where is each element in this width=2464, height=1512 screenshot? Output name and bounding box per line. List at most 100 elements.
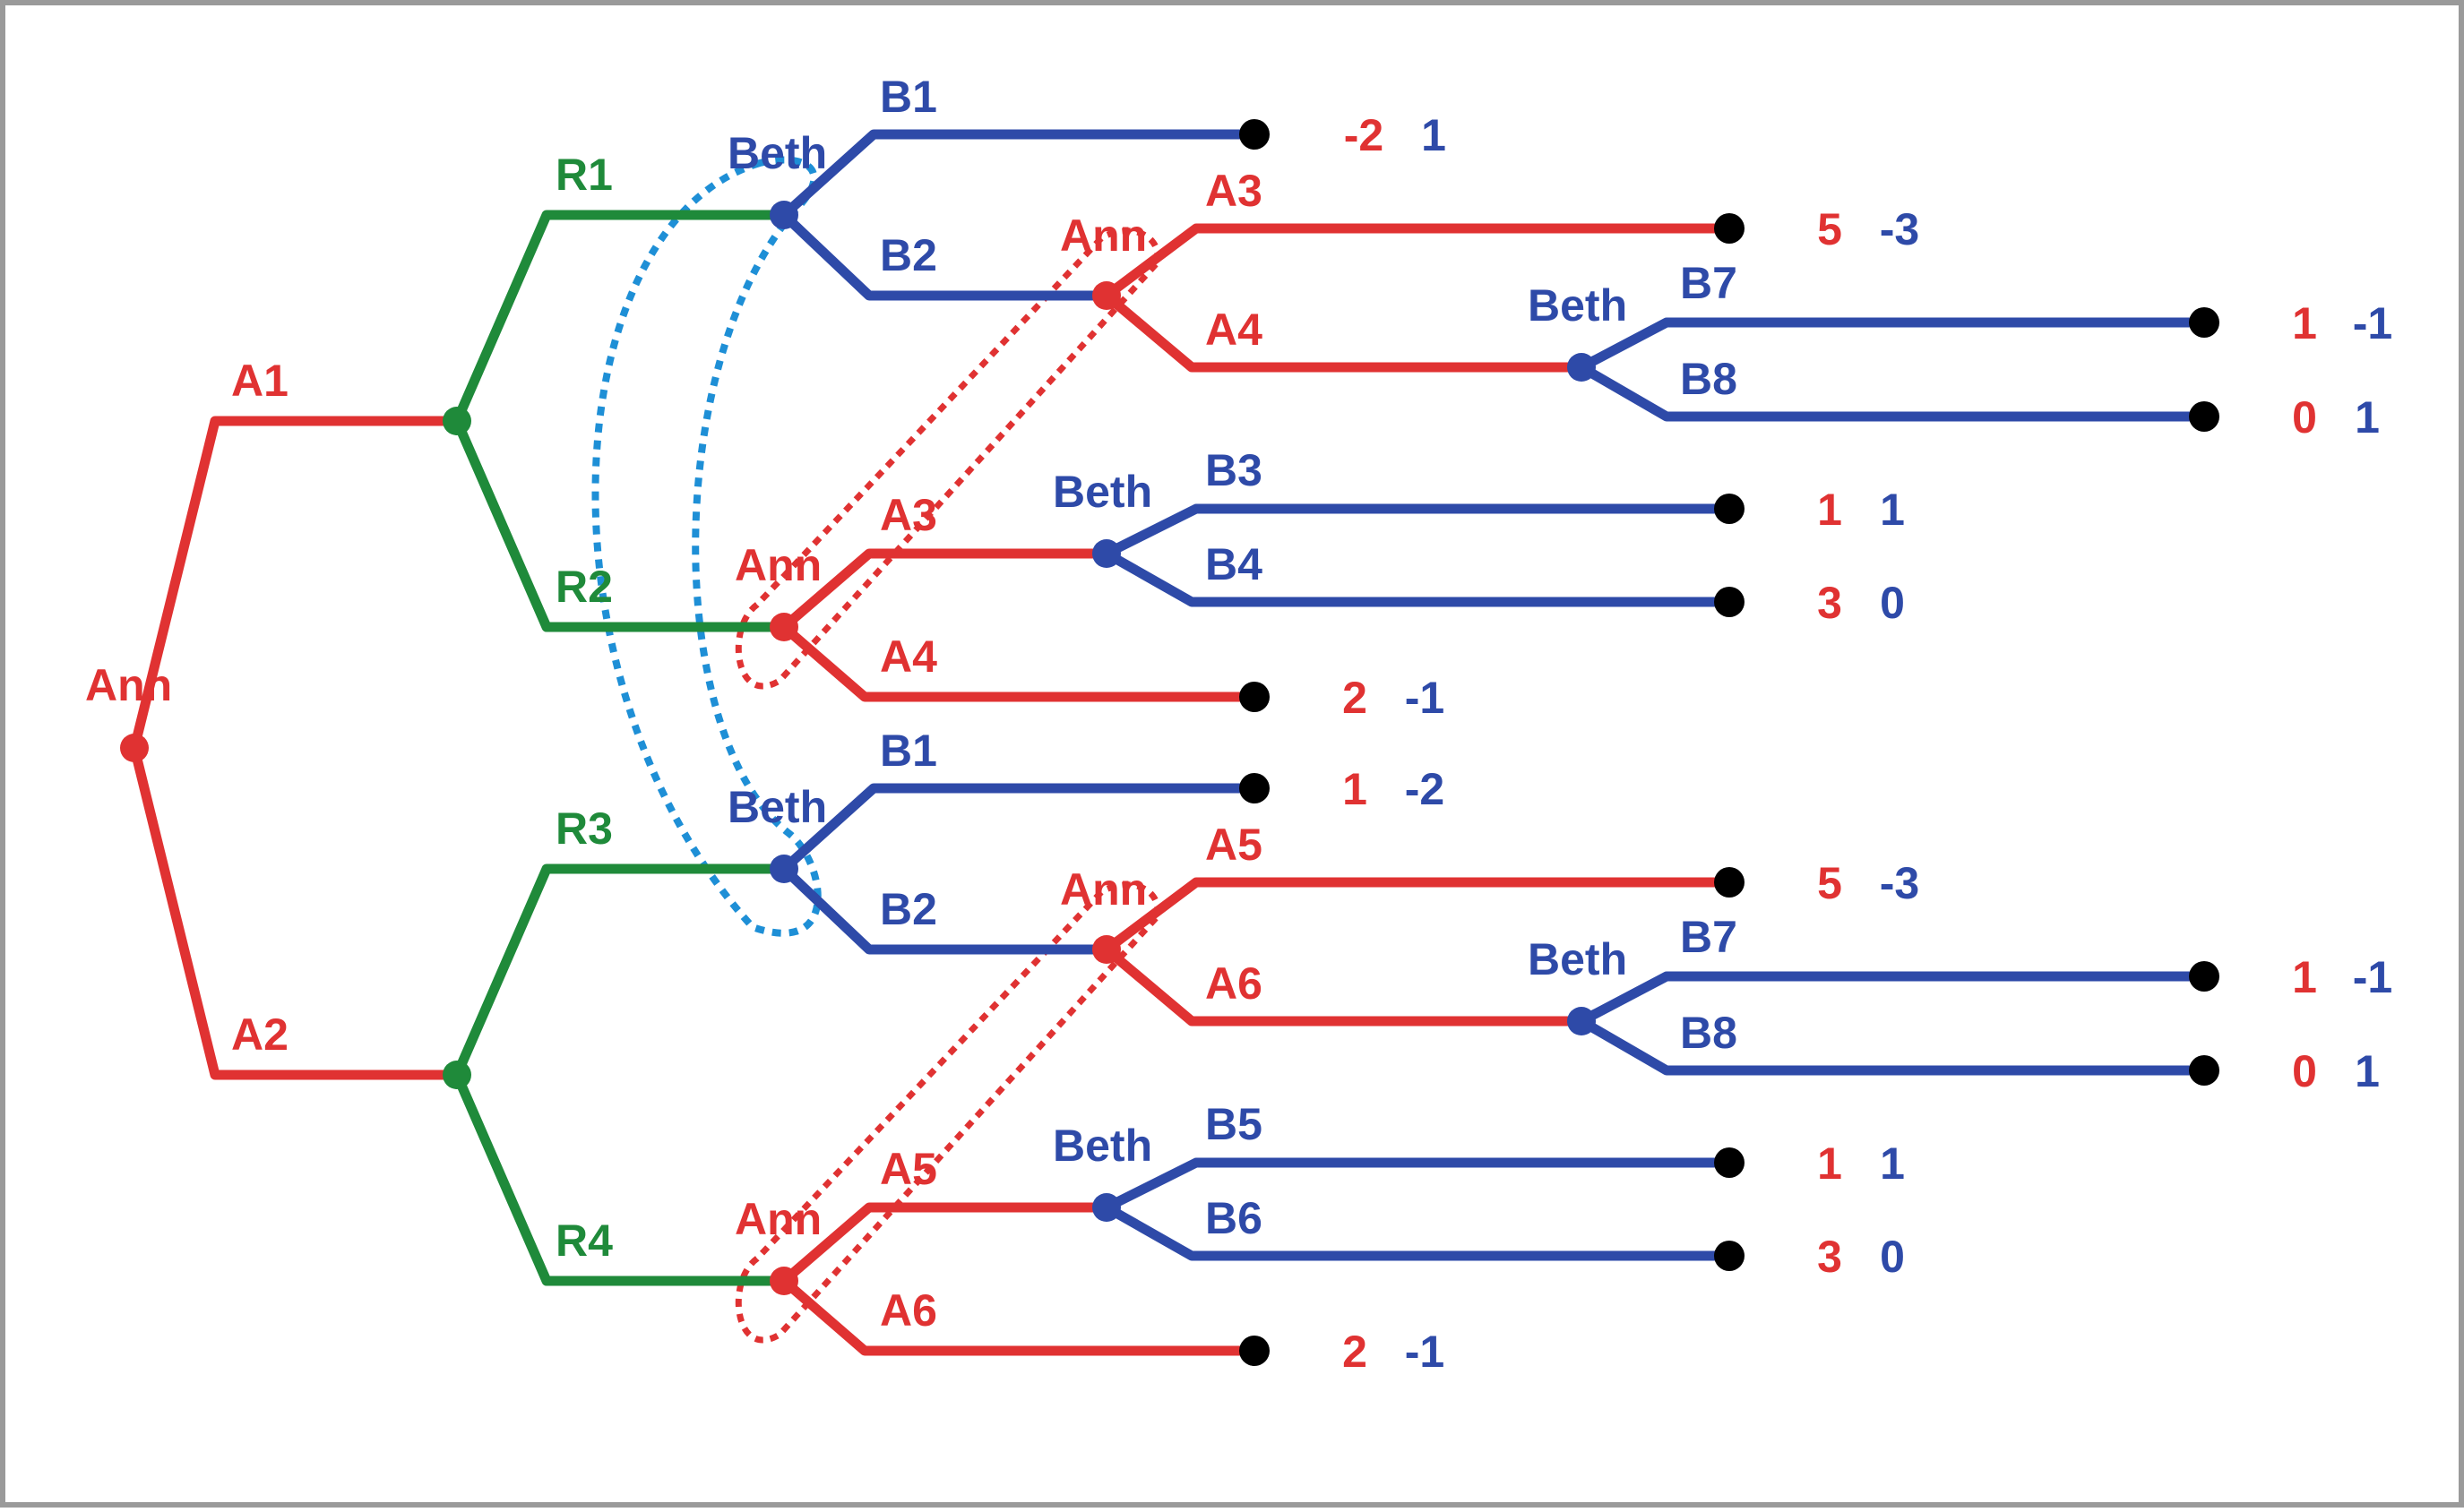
payoff-ann: 1 (2292, 298, 2317, 348)
terminal-node (2189, 401, 2219, 432)
action-label-a5: A5 (1205, 820, 1262, 870)
payoff-beth: 1 (2355, 392, 2380, 442)
payoff-pair: 5 -3 (1817, 858, 1919, 908)
payoff-pair: 0 1 (2292, 1046, 2380, 1096)
branch-r2 (452, 416, 789, 632)
action-label-a4: A4 (880, 631, 937, 682)
payoff-ann: 2 (1342, 673, 1367, 723)
terminal-node (1239, 773, 1270, 803)
branch-r1 (452, 210, 789, 426)
node-beth-a6 (1567, 1007, 1596, 1035)
action-label-r3: R3 (556, 803, 613, 854)
node-ann-r4 (770, 1267, 798, 1295)
branch-b7-upper (1576, 317, 2210, 373)
payoff-beth: -1 (1405, 1327, 1444, 1377)
action-label-b1: B1 (880, 72, 937, 122)
action-label-a4: A4 (1205, 305, 1262, 355)
payoff-pair: 1 1 (1817, 485, 1905, 535)
action-label-a3: A3 (880, 490, 937, 540)
action-label-b7: B7 (1680, 258, 1737, 308)
terminal-node (2189, 961, 2219, 992)
player-label-ann: Ann (735, 1194, 822, 1244)
node-beth-a5 (1092, 1193, 1121, 1222)
branch-b1-lower (779, 783, 1260, 874)
action-label-a5: A5 (880, 1144, 937, 1194)
player-label-ann: Ann (1060, 864, 1147, 915)
payoff-ann: 5 (1817, 858, 1842, 908)
payoff-beth: -3 (1880, 204, 1919, 254)
payoff-ann: 1 (2292, 952, 2317, 1002)
payoff-beth: -1 (1405, 673, 1444, 723)
branch-a6-lower (779, 1276, 1260, 1356)
terminal-node (1714, 1147, 1745, 1178)
player-label-beth: Beth (1053, 1121, 1152, 1171)
branch-b2-upper (779, 210, 1112, 301)
action-labels: A1 A2 R1 R2 R3 R4 B1 B2 B1 B2 A3 A4 A3 A… (231, 72, 1737, 1336)
branch-a5-upper (1101, 877, 1735, 955)
payoff-pair: 0 1 (2292, 392, 2380, 442)
action-label-b8: B8 (1680, 354, 1737, 404)
payoff-ann: 3 (1817, 1232, 1842, 1282)
payoff-beth: -3 (1880, 858, 1919, 908)
action-label-b3: B3 (1205, 445, 1262, 495)
branch-b7-lower (1576, 971, 2210, 1027)
node-beth-a3 (1092, 539, 1121, 568)
player-label-beth: Beth (1053, 467, 1152, 517)
action-label-r1: R1 (556, 150, 613, 200)
node-beth-a4 (1567, 353, 1596, 382)
player-label-beth: Beth (728, 128, 827, 178)
player-label-ann: Ann (735, 540, 822, 590)
payoff-ann: 1 (1817, 1138, 1842, 1189)
payoff-beth: 1 (1421, 110, 1446, 160)
ann-infoset-lower (735, 881, 1161, 1344)
player-label-beth: Beth (1528, 280, 1627, 331)
branch-b8-lower (1576, 1016, 2210, 1076)
player-labels: Ann Beth Beth Ann Ann Ann Ann Beth Beth … (85, 128, 1627, 1244)
branch-b5 (1101, 1157, 1735, 1213)
terminal-node (1714, 587, 1745, 617)
payoff-beth: -1 (2353, 952, 2392, 1002)
node-beth-r3 (770, 855, 798, 883)
terminal-node (2189, 1055, 2219, 1086)
terminal-nodes (1239, 119, 2219, 1366)
payoff-ann: 0 (2292, 1046, 2317, 1096)
payoff-pair: 3 0 (1817, 1232, 1905, 1282)
action-label-a1: A1 (231, 356, 289, 406)
terminal-node (1239, 682, 1270, 712)
branch-b8-upper (1576, 362, 2210, 422)
payoff-ann: 1 (1342, 764, 1367, 814)
ann-infoset-upper (735, 228, 1161, 690)
terminal-node (1714, 1241, 1745, 1271)
payoff-pair: 1 1 (1817, 1138, 1905, 1189)
branch-b1-upper (779, 129, 1260, 220)
action-label-a3: A3 (1205, 166, 1262, 216)
payoff-ann: -2 (1344, 110, 1383, 160)
branch-b3 (1101, 503, 1735, 559)
payoff-beth: 1 (1880, 485, 1905, 535)
player-label-beth: Beth (1528, 934, 1627, 984)
decision-nodes (120, 201, 1596, 1295)
terminal-node (1239, 119, 1270, 150)
payoff-pair: 3 0 (1817, 578, 1905, 628)
branch-a3-lower (779, 548, 1112, 632)
node-ann-root (120, 734, 149, 762)
player-label-ann: Ann (1060, 210, 1147, 261)
branch-a1 (129, 416, 462, 753)
payoff-ann: 0 (2292, 392, 2317, 442)
action-label-b4: B4 (1205, 539, 1262, 589)
payoff-beth: 1 (2355, 1046, 2380, 1096)
terminal-node (1239, 1336, 1270, 1366)
branch-b6 (1101, 1202, 1735, 1261)
payoff-beth: 1 (1880, 1138, 1905, 1189)
branch-r4 (452, 1070, 789, 1286)
action-label-b5: B5 (1205, 1099, 1262, 1149)
terminal-node (1714, 867, 1745, 898)
payoff-pair: 1 -1 (2292, 952, 2392, 1002)
payoff-pair: 2 -1 (1342, 1327, 1444, 1377)
terminal-node (1714, 213, 1745, 244)
payoff-pair: -2 1 (1344, 110, 1446, 160)
payoffs: -2 1 5 -3 1 -1 0 1 1 1 3 0 2 -1 1 -2 (1342, 110, 2392, 1377)
branch-a2 (129, 743, 462, 1080)
